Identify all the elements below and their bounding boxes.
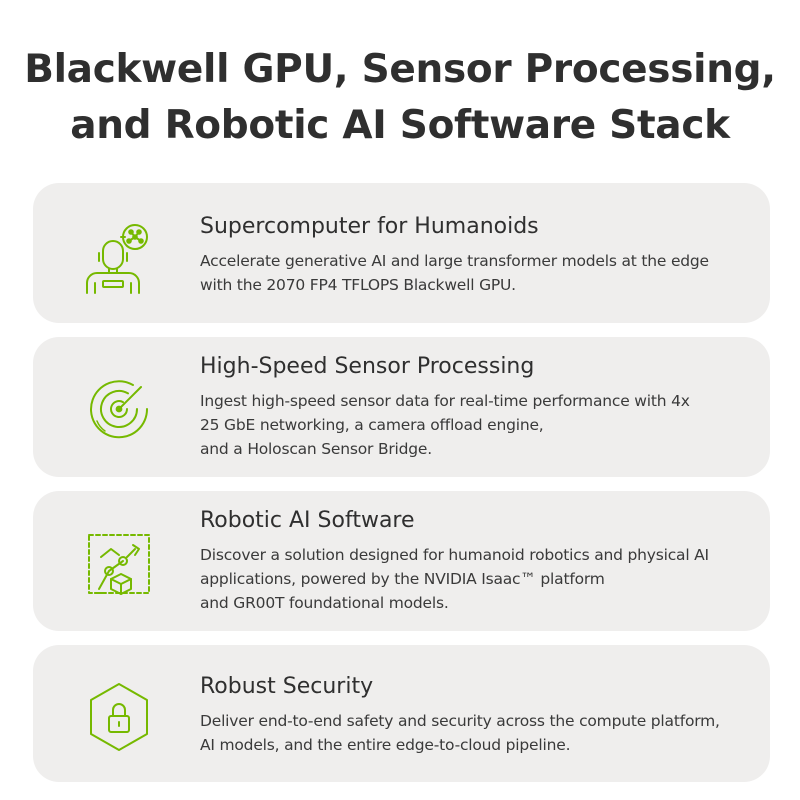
card-description-line: Deliver end-to-end safety and security a… — [200, 712, 720, 730]
card-heading: Robotic AI Software — [200, 508, 415, 533]
card-text: High-Speed Sensor Processing Ingest high… — [200, 353, 770, 461]
page-title: Blackwell GPU, Sensor Processing, and Ro… — [0, 42, 800, 154]
radar-sensor-icon — [81, 371, 157, 447]
feature-card-security: Robust Security Deliver end-to-end safet… — [33, 645, 770, 782]
feature-card-robotic-ai: Robotic AI Software Discover a solution … — [33, 491, 770, 631]
card-description-line: Discover a solution designed for humanoi… — [200, 546, 709, 564]
card-description-line: Ingest high-speed sensor data for real-t… — [200, 392, 690, 410]
card-description-line: Accelerate generative AI and large trans… — [200, 252, 709, 270]
card-heading: High-Speed Sensor Processing — [200, 354, 535, 379]
security-lock-icon — [81, 680, 157, 756]
card-description-line: AI models, and the entire edge-to-cloud … — [200, 736, 571, 754]
robotic-arm-icon — [81, 527, 157, 603]
card-description: Ingest high-speed sensor data for real-t… — [200, 389, 770, 461]
card-description: Accelerate generative AI and large trans… — [200, 249, 770, 297]
card-description-line: applications, powered by the NVIDIA Isaa… — [200, 570, 605, 588]
humanoid-ai-icon — [81, 221, 157, 297]
card-description-line: and GR00T foundational models. — [200, 594, 449, 612]
card-description-line: with the 2070 FP4 TFLOPS Blackwell GPU. — [200, 276, 516, 294]
title-line-1: Blackwell GPU, Sensor Processing, — [24, 47, 776, 92]
feature-card-sensor: High-Speed Sensor Processing Ingest high… — [33, 337, 770, 477]
card-description-line: 25 GbE networking, a camera offload engi… — [200, 416, 544, 434]
card-text: Supercomputer for Humanoids Accelerate g… — [200, 213, 770, 297]
card-description: Discover a solution designed for humanoi… — [200, 543, 770, 615]
card-text: Robust Security Deliver end-to-end safet… — [200, 673, 770, 757]
card-heading: Supercomputer for Humanoids — [200, 214, 539, 239]
card-heading: Robust Security — [200, 674, 374, 699]
card-text: Robotic AI Software Discover a solution … — [200, 507, 770, 615]
card-description-line: and a Holoscan Sensor Bridge. — [200, 440, 432, 458]
title-line-2: and Robotic AI Software Stack — [70, 103, 730, 148]
card-description: Deliver end-to-end safety and security a… — [200, 709, 770, 757]
feature-card-supercomputer: Supercomputer for Humanoids Accelerate g… — [33, 183, 770, 323]
